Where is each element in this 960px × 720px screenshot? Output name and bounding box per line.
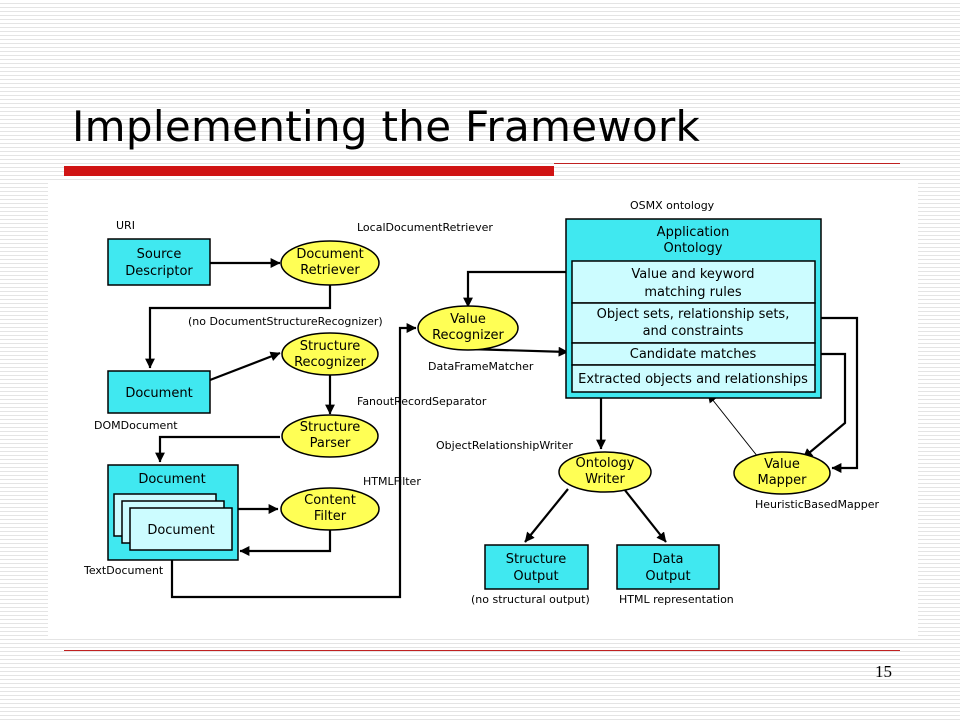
edge-objects-to-mapper (815, 316, 859, 473)
annotation-fanout-record-separator: FanoutRecordSeparator (357, 395, 487, 408)
framework-diagram: Source Descriptor URI Document Retriever… (48, 183, 918, 637)
extracted-objects-label: Extracted objects and relationships (578, 372, 808, 387)
source-descriptor-node: Source Descriptor (107, 238, 211, 286)
content-filter-line1: Content (304, 493, 356, 508)
edge-rules-to-recognizer (463, 270, 566, 308)
footer-rule (64, 650, 900, 651)
document-stack-item: Document (147, 523, 214, 538)
title-underline-thin (554, 163, 900, 164)
document-stack-node: Document Document (107, 464, 239, 561)
document-node: Document (107, 370, 211, 414)
edge-retriever-to-document (145, 282, 332, 369)
structure-parser-node: Structure Parser (281, 414, 379, 458)
document-retriever-line1: Document (296, 247, 363, 262)
structure-parser-line1: Structure (300, 420, 360, 435)
annotation-no-structural-output: (no structural output) (471, 593, 590, 606)
annotation-osmx-ontology: OSMX ontology (630, 199, 715, 212)
document-stack-title: Document (138, 472, 205, 487)
edge-mapper-to-extracted (707, 393, 759, 458)
annotation-html-filter: HTMLFilter (363, 475, 421, 488)
edge-document-to-recognizer (209, 351, 281, 382)
document-retriever-line2: Retriever (300, 263, 360, 278)
content-filter-line2: Filter (314, 509, 347, 524)
value-keyword-rules-line1: Value and keyword (631, 267, 754, 282)
edge-parser-to-document-stack (155, 435, 280, 463)
edge-candidate-to-mapper (802, 352, 847, 459)
document-label: Document (125, 386, 192, 401)
content-filter-node: Content Filter (280, 487, 380, 531)
ontology-writer-node: Ontology Writer (558, 451, 652, 493)
annotation-dom-document: DOMDocument (94, 419, 178, 432)
structure-recognizer-line2: Recognizer (294, 355, 366, 370)
application-ontology-node: Application Ontology Value and keyword m… (565, 218, 822, 399)
ontology-writer-line1: Ontology (575, 456, 634, 471)
value-keyword-rules-line2: matching rules (644, 285, 742, 300)
annotation-heuristic-based-mapper: HeuristicBasedMapper (755, 498, 879, 511)
value-mapper-node: Value Mapper (733, 451, 831, 495)
annotation-local-document-retriever: LocalDocumentRetriever (357, 221, 493, 234)
title-underline-red (64, 166, 554, 176)
edge-textdoc-to-value-recognizer (170, 323, 417, 599)
value-mapper-line2: Mapper (757, 473, 807, 488)
structure-recognizer-node: Structure Recognizer (281, 332, 379, 376)
value-recognizer-line2: Recognizer (432, 328, 504, 343)
source-descriptor-line1: Source (137, 247, 182, 262)
object-sets-line1: Object sets, relationship sets, (597, 307, 790, 322)
structure-output-line1: Structure (506, 552, 566, 567)
document-retriever-node: Document Retriever (280, 240, 380, 286)
edge-writer-to-structure-output (524, 488, 569, 543)
annotation-no-document-structure-recognizer: (no DocumentStructureRecognizer) (188, 315, 383, 328)
ontology-writer-line2: Writer (585, 472, 625, 487)
annotation-data-frame-matcher: DataFrameMatcher (428, 360, 534, 373)
structure-output-node: Structure Output (484, 544, 589, 590)
data-output-node: Data Output (616, 544, 720, 590)
annotation-uri: URI (116, 219, 135, 232)
candidate-matches-label: Candidate matches (630, 347, 757, 362)
value-recognizer-line1: Value (450, 312, 486, 327)
annotation-object-relationship-writer: ObjectRelationshipWriter (436, 439, 573, 452)
value-mapper-line1: Value (764, 457, 800, 472)
data-output-line2: Output (645, 569, 690, 584)
source-descriptor-line2: Descriptor (125, 264, 193, 279)
structure-parser-line2: Parser (310, 436, 351, 451)
annotation-text-document: TextDocument (83, 564, 164, 577)
annotation-html-representation: HTML representation (619, 593, 734, 606)
structure-output-line2: Output (513, 569, 558, 584)
edges (145, 258, 859, 599)
application-ontology-line2: Ontology (663, 241, 722, 256)
edge-writer-to-data-output (623, 488, 667, 543)
application-ontology-line1: Application (657, 225, 730, 240)
value-recognizer-node: Value Recognizer (417, 305, 519, 351)
object-sets-line2: and constraints (643, 324, 744, 339)
slide-title: Implementing the Framework (72, 102, 701, 151)
edge-filter-to-stack (239, 528, 332, 556)
page-number: 15 (875, 662, 892, 681)
data-output-line1: Data (652, 552, 683, 567)
structure-recognizer-line1: Structure (300, 339, 360, 354)
